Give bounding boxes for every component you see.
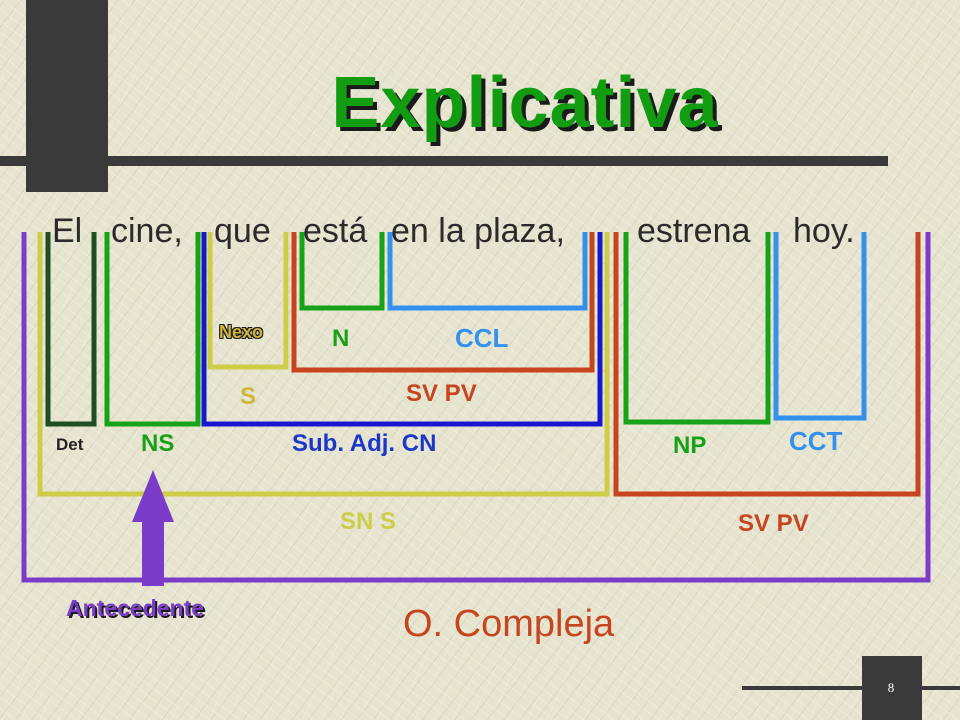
bracket-sv-pv-sub [291,232,595,373]
label-ns: NS [141,430,175,457]
label-sv-pv-main: SV PV [738,510,809,537]
label-sn-s: SN S [340,508,397,535]
page-number: 8 [887,680,895,695]
label-sv-pv-sub: SV PV [406,380,477,407]
word-en-la-plaza: en la plaza, [391,212,565,250]
corner-square-bottom [862,656,922,720]
footer-line-left [742,686,862,690]
bracket-nexo [207,232,289,370]
label-n: N [332,325,350,352]
footer-line-right [922,686,960,690]
bracket-sn-s [37,232,610,497]
word-hoy: hoy. [793,212,855,250]
label-s: S [240,383,257,410]
label-nexo: Nexo [219,322,264,342]
word-esta: está [303,212,368,250]
label-oracion-compleja: O. Compleja [403,603,615,645]
label-cct: CCT [789,426,843,456]
label-det: Det [56,435,84,454]
word-el: El [52,212,83,250]
label-sub-adj-cn: Sub. Adj. CN [292,430,437,457]
word-estrena: estrena [637,212,751,250]
bracket-sv-pv-main [613,232,921,497]
label-ccl: CCL [455,323,509,353]
word-cine: cine, [111,212,183,250]
antecedente-arrow [132,470,174,586]
bracket-sub-adj-cn [201,232,603,427]
bracket-det [45,232,97,427]
bracket-ns [104,232,201,427]
bracket-np [623,232,771,425]
bracket-oracion [21,232,931,583]
slide-title: Explicativa [331,63,719,143]
bracket-n [299,232,385,311]
bracket-ccl [387,232,588,311]
bracket-cct [773,232,867,421]
word-que: que [214,212,271,250]
label-antecedente: Antecedente [66,595,205,621]
label-np: NP [673,432,707,459]
title-underline-bar [0,156,888,166]
